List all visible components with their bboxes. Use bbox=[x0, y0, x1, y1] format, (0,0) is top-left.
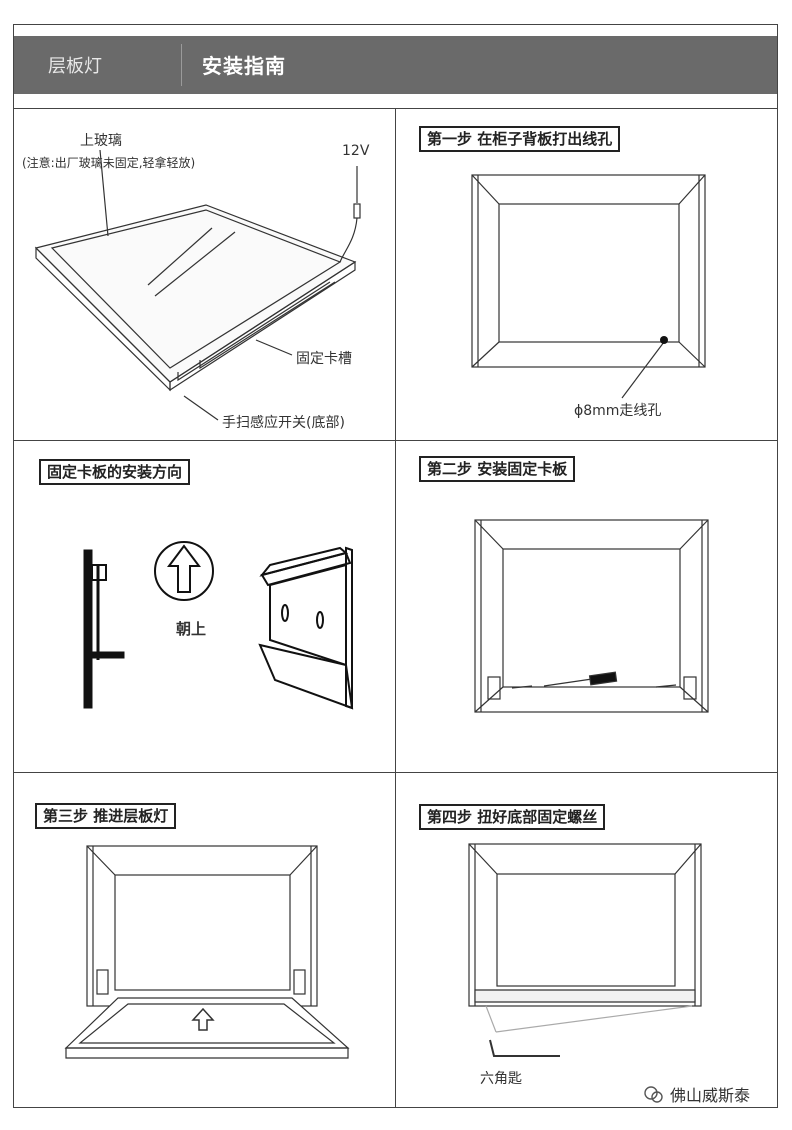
step-4-title: 第四步 扭好底部固定螺丝 bbox=[419, 804, 606, 830]
glass-label: 上玻璃 bbox=[80, 133, 122, 149]
header-divider bbox=[181, 44, 182, 86]
up-label: 朝上 bbox=[176, 620, 207, 638]
voltage-label: 12V bbox=[342, 143, 370, 159]
wechat-icon bbox=[644, 1086, 663, 1103]
glass-note: (注意:出厂玻璃未固定,轻拿轻放) bbox=[22, 156, 196, 170]
product-name: 层板灯 bbox=[48, 56, 102, 77]
step-2-title: 第二步 安装固定卡板 bbox=[419, 456, 576, 482]
clip-direction-title: 固定卡板的安装方向 bbox=[39, 459, 191, 485]
hole-label: ϕ8mm走线孔 bbox=[574, 403, 662, 419]
instruction-sheet bbox=[13, 24, 778, 1108]
grid-center-line bbox=[395, 108, 396, 1107]
step-3-title: 第三步 推进层板灯 bbox=[35, 803, 177, 829]
hex-key-label: 六角匙 bbox=[480, 1071, 522, 1087]
sensor-label: 手扫感应开关(底部) bbox=[222, 415, 345, 431]
watermark-text: 佛山威斯泰 bbox=[670, 1086, 751, 1105]
page-title: 安装指南 bbox=[202, 54, 286, 78]
step-1-title: 第一步 在柜子背板打出线孔 bbox=[419, 126, 621, 152]
slot-label: 固定卡槽 bbox=[296, 351, 352, 367]
header-bar: 层板灯 安装指南 bbox=[14, 36, 777, 94]
